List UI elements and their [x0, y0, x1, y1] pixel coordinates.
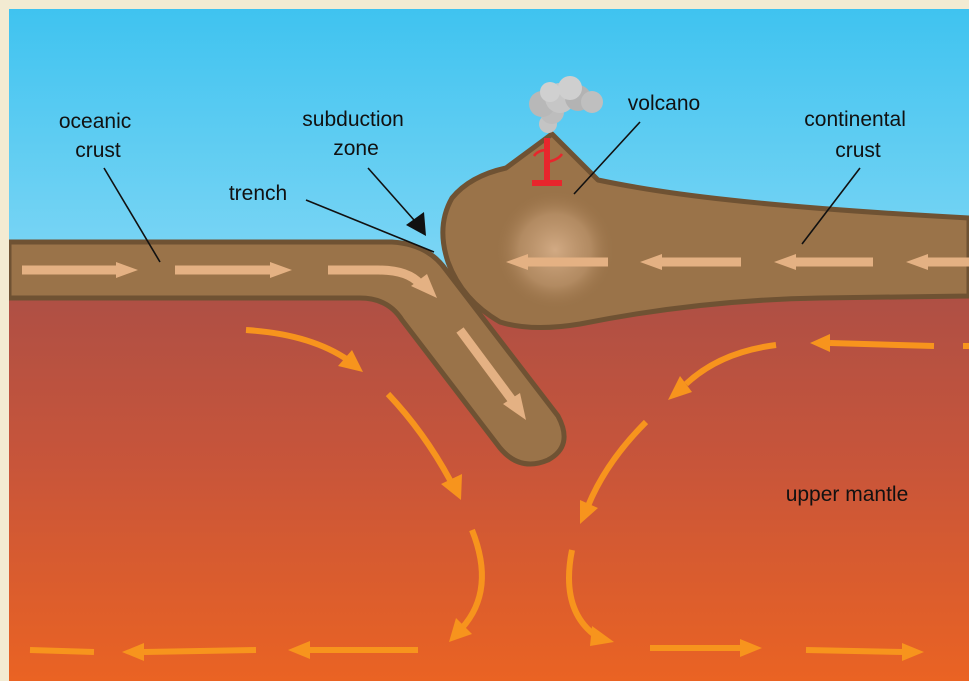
label-oceanic-crust-line1: oceanic — [59, 110, 131, 133]
label-volcano: volcano — [628, 92, 700, 115]
label-oceanic-crust-line2: crust — [75, 139, 121, 162]
mantle-arrow — [30, 650, 94, 652]
label-trench: trench — [229, 182, 287, 205]
label-subduction-zone-line1: subduction — [302, 108, 404, 131]
mantle-arrow — [144, 650, 256, 652]
mantle-arrow — [806, 650, 904, 652]
mantle-arrow — [830, 343, 934, 346]
label-subduction-zone-line2: zone — [333, 137, 379, 160]
label-continental-crust-line1: continental — [804, 108, 906, 131]
label-continental-crust-line2: crust — [835, 139, 881, 162]
label-upper-mantle: upper mantle — [786, 483, 909, 506]
magma-chamber — [495, 190, 615, 310]
